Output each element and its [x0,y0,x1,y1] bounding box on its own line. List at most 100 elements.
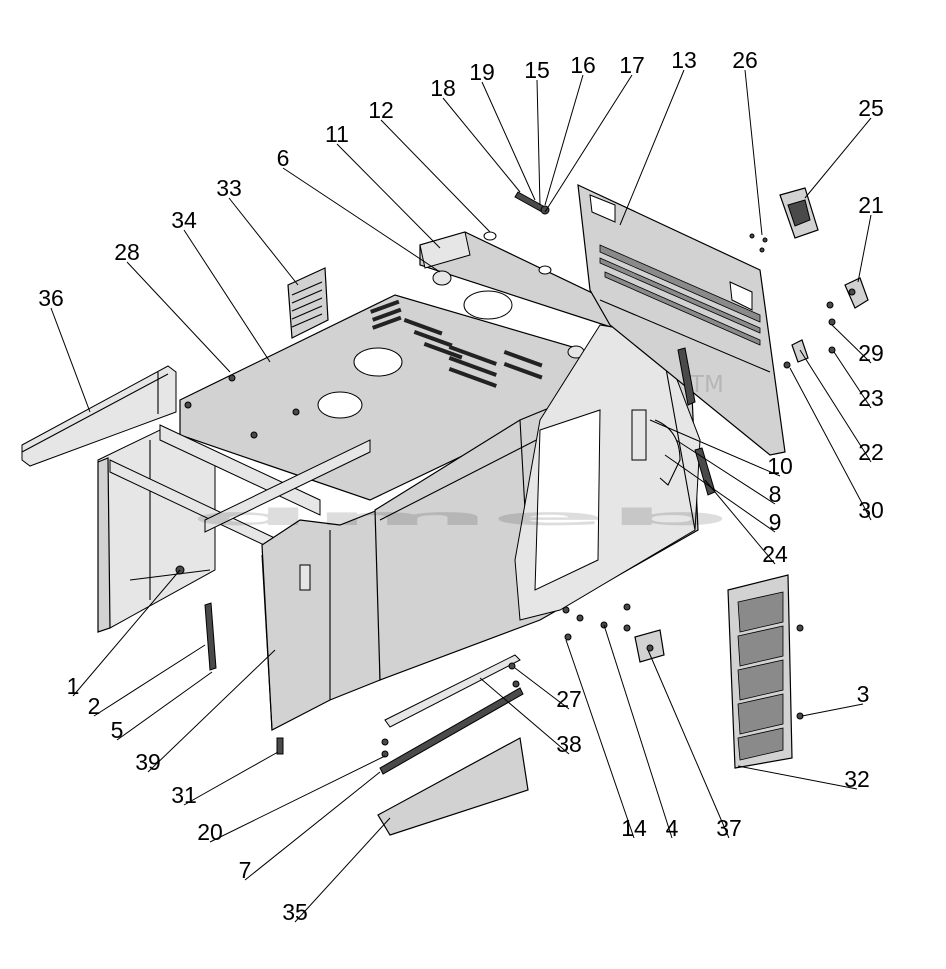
leader-line-16 [544,74,584,206]
callout-label-38: 38 [556,731,582,757]
leader-line-15 [536,79,541,206]
leader-line-31 [183,751,279,806]
callout-label-26: 26 [732,47,758,73]
part-36-side-bracket [21,365,177,467]
leader-line-21 [857,214,872,283]
leader-line-13 [619,69,685,226]
leader-line-5 [116,671,213,741]
leader-lines [50,69,872,923]
callout-label-13: 13 [671,47,697,73]
leader-line-26 [744,69,763,236]
watermark-tm: TM [689,372,724,398]
callout-label-9: 9 [769,509,782,535]
callout-label-24: 24 [762,541,788,567]
part-8-strip [677,347,696,406]
part-13-door [577,184,786,456]
leader-line-11 [336,143,441,249]
callout-label-3: 3 [857,681,870,707]
callout-label-17: 17 [619,52,645,78]
callout-label-22: 22 [858,439,884,465]
leader-line-37 [647,649,730,839]
part-small-fasteners [175,233,804,758]
part-21-latch [826,277,869,354]
leader-line-27 [514,667,570,710]
leader-line-35 [294,817,391,923]
callout-label-36: 36 [38,285,64,311]
callout-label-28: 28 [114,239,140,265]
callout-label-32: 32 [844,766,870,792]
part-15-19-hinge-pins [514,191,550,215]
leader-line-3 [801,703,864,717]
watermark: dmeb TM [190,372,730,531]
leader-line-17 [544,74,633,213]
leader-line-9 [664,454,776,533]
callout-label-12: 12 [368,97,394,123]
callout-label-16: 16 [570,52,596,78]
callout-label-1: 1 [67,673,80,699]
leader-line-18 [442,97,521,193]
callout-label-5: 5 [111,717,124,743]
leader-line-12 [380,119,491,233]
leader-line-28 [126,261,231,373]
leader-line-38 [479,677,570,755]
leader-line-24 [704,479,776,565]
part-frame-left [97,429,216,633]
leader-line-4 [603,624,673,839]
part-2-rod [204,602,217,671]
watermark-text: dmeb [190,505,730,531]
callout-label-14: 14 [621,815,647,841]
callout-label-23: 23 [858,385,884,411]
callout-label-6: 6 [277,145,290,171]
leader-line-34 [183,229,271,363]
callout-label-25: 25 [858,95,884,121]
callout-label-2: 2 [88,693,101,719]
part-39-front-panel [261,509,381,731]
part-22-catch [783,339,809,369]
part-32-grille [727,574,793,769]
leader-line-33 [228,197,299,286]
part-33-vent-plate [287,267,329,339]
leader-line-7 [244,771,381,881]
callout-label-15: 15 [524,57,550,83]
leader-line-23 [833,351,872,409]
part-25-latch-plate [779,187,819,239]
leader-line-6 [282,167,441,273]
leader-line-14 [565,639,635,839]
leader-line-29 [831,324,872,364]
leader-line-20 [209,755,386,843]
leader-line-10 [649,419,781,477]
callout-label-20: 20 [197,819,223,845]
leader-line-25 [804,117,872,199]
part-34-top-cover [179,290,601,501]
callout-label-7: 7 [239,857,252,883]
callout-label-11: 11 [325,121,349,147]
callout-label-21: 21 [858,192,884,218]
callout-label-30: 30 [858,497,884,523]
leader-line-32 [737,765,858,790]
leader-line-8 [675,439,776,505]
leader-line-22 [799,349,872,463]
leader-line-1 [72,569,181,697]
callout-label-19: 19 [469,59,495,85]
callout-label-8: 8 [769,481,782,507]
callout-label-18: 18 [430,75,456,101]
part-31-bolt [276,737,284,755]
callout-label-4: 4 [666,815,679,841]
callout-label-10: 10 [767,453,793,479]
part-38-rail [384,654,521,728]
callout-label-31: 31 [171,782,197,808]
callout-label-27: 27 [556,686,582,712]
leader-line-36 [50,307,91,413]
callout-label-33: 33 [216,175,242,201]
callout-label-39: 39 [135,749,161,775]
leader-line-30 [789,367,872,521]
part-side-door-frame [514,324,701,621]
callout-label-34: 34 [171,207,197,233]
part-35-panel [377,737,529,836]
leader-line-19 [481,81,536,201]
callout-label-35: 35 [282,899,308,925]
leader-line-2 [93,644,206,717]
